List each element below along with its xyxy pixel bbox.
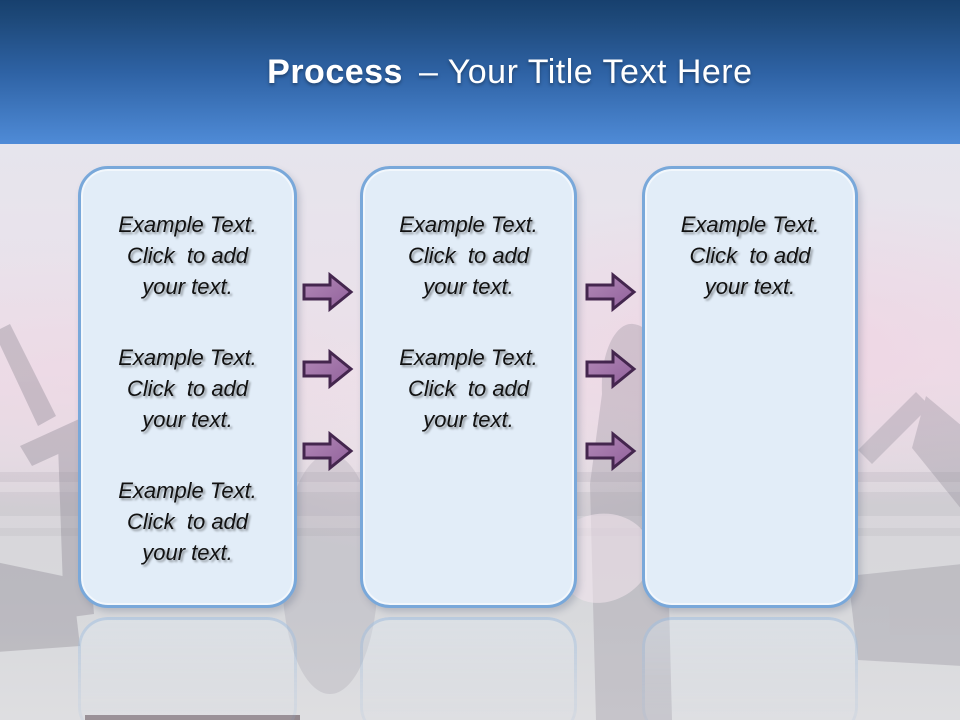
flow-arrow-icon[interactable] (585, 271, 637, 313)
slide-title-rest: – Your Title Text Here (418, 52, 753, 91)
text-placeholder[interactable]: Example Text. Click to add your text. (118, 478, 257, 565)
pink-light-blob (557, 513, 652, 603)
text-placeholder[interactable]: Example Text. Click to add your text. (118, 212, 257, 299)
box-reflection (642, 617, 858, 720)
flow-arrow-icon[interactable] (302, 271, 354, 313)
process-box-step-3[interactable]: Example Text. Click to add your text. (642, 166, 858, 608)
title-bar: Process – Your Title Text Here (0, 0, 960, 144)
flow-arrow-icon[interactable] (302, 348, 354, 390)
box-reflection (78, 617, 297, 720)
slide-title[interactable]: Process – Your Title Text Here (207, 14, 752, 131)
box-reflection (360, 617, 577, 720)
slide-title-bold: Process (267, 52, 403, 91)
text-placeholder[interactable]: Example Text. Click to add your text. (399, 345, 538, 432)
process-box-step-2[interactable]: Example Text. Click to add your text. Ex… (360, 166, 577, 608)
text-placeholder[interactable]: Example Text. Click to add your text. (399, 212, 538, 299)
text-placeholder[interactable]: Example Text. Click to add your text. (680, 212, 820, 299)
flow-arrow-icon[interactable] (302, 430, 354, 472)
flow-arrow-icon[interactable] (585, 348, 637, 390)
right-beach-chair-silhouette (848, 392, 960, 666)
text-placeholder[interactable]: Example Text. Click to add your text. (118, 345, 257, 432)
flow-arrow-icon[interactable] (585, 430, 637, 472)
process-box-step-1[interactable]: Example Text. Click to add your text. Ex… (78, 166, 297, 608)
middle-figure-silhouette (282, 454, 378, 694)
